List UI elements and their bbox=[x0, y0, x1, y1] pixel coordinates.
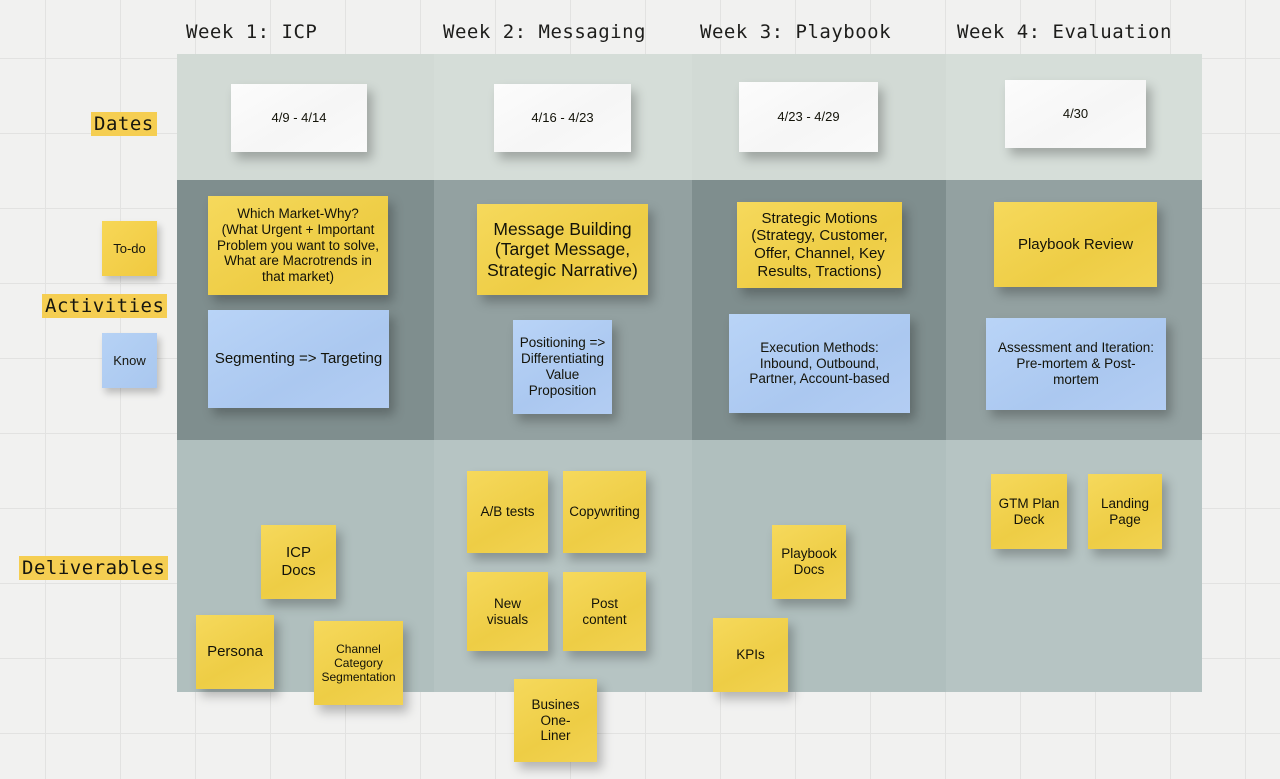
activity-know-week-1[interactable]: Segmenting => Targeting bbox=[208, 310, 389, 408]
band-segment-deliverables-week-4 bbox=[946, 440, 1202, 692]
deliverable-week-2-new-visuals[interactable]: New visuals bbox=[467, 572, 548, 651]
activity-know-week-3[interactable]: Execution Methods: Inbound, Outbound, Pa… bbox=[729, 314, 910, 413]
column-header-week-3: Week 3: Playbook bbox=[700, 21, 892, 43]
date-card-week-1[interactable]: 4/9 - 4/14 bbox=[231, 84, 367, 152]
deliverable-week-4-gtm-plan-deck[interactable]: GTM Plan Deck bbox=[991, 474, 1067, 549]
activity-know-week-2[interactable]: Positioning => Differentiating Value Pro… bbox=[513, 320, 612, 414]
activity-todo-week-3[interactable]: Strategic Motions (Strategy, Customer, O… bbox=[737, 202, 902, 288]
column-header-week-4: Week 4: Evaluation bbox=[957, 21, 1172, 43]
deliverable-week-3-kpis[interactable]: KPIs bbox=[713, 618, 788, 692]
deliverable-week-4-landing-page[interactable]: Landing Page bbox=[1088, 474, 1162, 549]
column-header-week-1: Week 1: ICP bbox=[186, 21, 318, 43]
activity-todo-week-1[interactable]: Which Market-Why? (What Urgent + Importa… bbox=[208, 196, 388, 295]
legend-note-todo[interactable]: To-do bbox=[102, 221, 157, 276]
deliverable-week-1-persona[interactable]: Persona bbox=[196, 615, 274, 689]
deliverable-week-3-playbook-docs[interactable]: Playbook Docs bbox=[772, 525, 846, 599]
deliverable-week-1-channel-category-segmentation[interactable]: Channel Category Segmentation bbox=[314, 621, 403, 705]
row-label-dates: Dates bbox=[91, 112, 157, 136]
activity-todo-week-4[interactable]: Playbook Review bbox=[994, 202, 1157, 287]
legend-note-know[interactable]: Know bbox=[102, 333, 157, 388]
activity-know-week-4[interactable]: Assessment and Iteration: Pre-mortem & P… bbox=[986, 318, 1166, 410]
row-label-deliverables: Deliverables bbox=[19, 556, 169, 580]
date-card-week-2[interactable]: 4/16 - 4/23 bbox=[494, 84, 631, 152]
deliverable-week-2-copywriting[interactable]: Copywriting bbox=[563, 471, 646, 553]
date-card-week-4[interactable]: 4/30 bbox=[1005, 80, 1146, 148]
deliverable-week-2-ab-tests[interactable]: A/B tests bbox=[467, 471, 548, 553]
deliverable-week-2-post-content[interactable]: Post content bbox=[563, 572, 646, 651]
date-card-week-3[interactable]: 4/23 - 4/29 bbox=[739, 82, 878, 152]
row-label-activities: Activities bbox=[42, 294, 168, 318]
column-header-week-2: Week 2: Messaging bbox=[443, 21, 646, 43]
deliverable-week-2-business-one-liner[interactable]: Busines One- Liner bbox=[514, 679, 597, 762]
deliverable-week-1-icp-docs[interactable]: ICP Docs bbox=[261, 525, 336, 599]
activity-todo-week-2[interactable]: Message Building (Target Message, Strate… bbox=[477, 204, 648, 295]
